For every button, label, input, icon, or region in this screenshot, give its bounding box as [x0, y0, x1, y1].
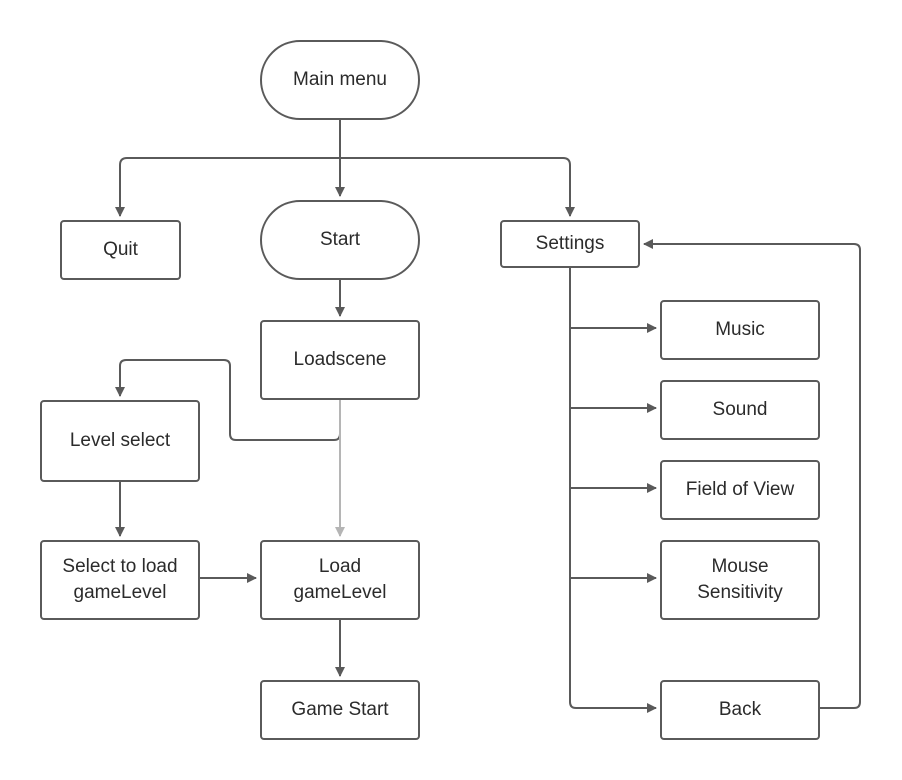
connector-settings-trunk [569, 268, 657, 713]
node-label: Music [715, 319, 765, 340]
node-sound: Sound [660, 380, 820, 440]
node-label: Field of View [685, 479, 795, 500]
node-label: Start [319, 229, 361, 250]
node-start: Start [260, 200, 420, 280]
node-music: Music [660, 300, 820, 360]
node-level-select: Level select [40, 400, 200, 482]
connector-main-to-settings [340, 157, 575, 217]
node-mouse-sensitivity: Mouse Sensitivity [660, 540, 820, 620]
node-label: Game Start [291, 699, 389, 720]
node-label: Settings [535, 233, 605, 254]
node-loadscene: Loadscene [260, 320, 420, 400]
connector-loadscene-to-level-select [115, 359, 341, 441]
node-settings: Settings [500, 220, 640, 268]
node-quit: Quit [60, 220, 181, 280]
node-label: Select to load gameLevel [62, 556, 178, 603]
node-back: Back [660, 680, 820, 740]
node-load-gamelevel: Load gameLevel [260, 540, 420, 620]
node-game-start: Game Start [260, 680, 420, 740]
connector-back-to-settings [643, 239, 861, 709]
node-field-of-view: Field of View [660, 460, 820, 520]
connector-main-to-quit [115, 157, 340, 217]
node-label: Load gameLevel [293, 556, 387, 603]
node-main-menu: Main menu [260, 40, 420, 120]
node-label: Level select [69, 430, 171, 451]
node-label: Main menu [293, 69, 387, 90]
node-select-to-load-gamelevel: Select to load gameLevel [40, 540, 200, 620]
node-label: Back [718, 699, 762, 720]
node-label: Mouse Sensitivity [697, 556, 783, 603]
node-label: Sound [712, 399, 768, 420]
node-label: Quit [103, 239, 138, 260]
node-label: Loadscene [293, 349, 387, 370]
